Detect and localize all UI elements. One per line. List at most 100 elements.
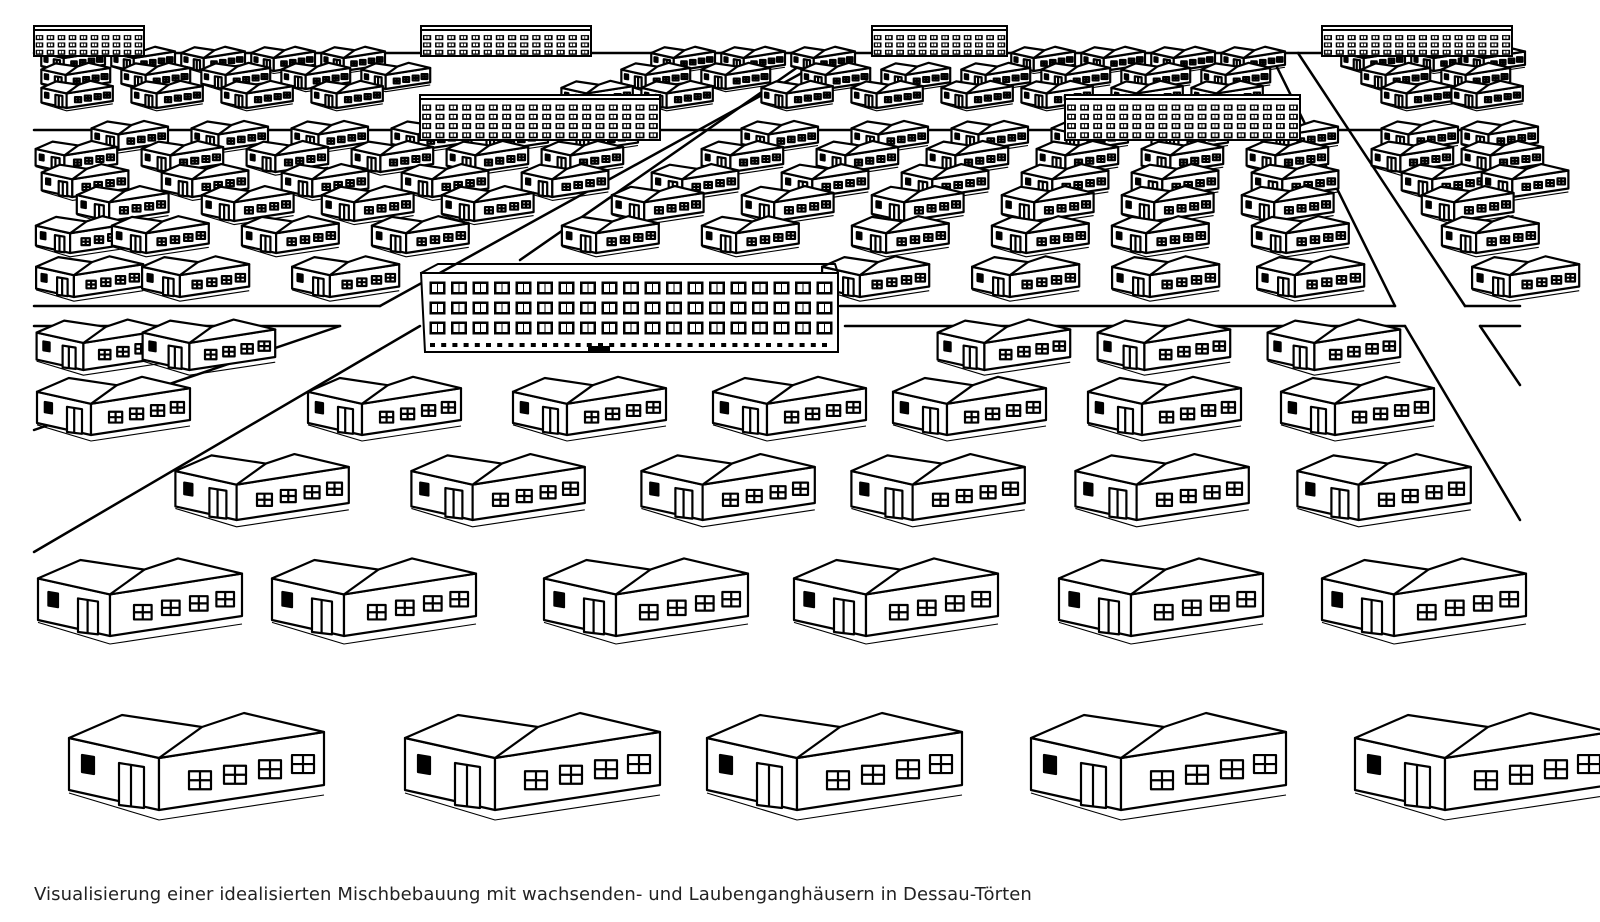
drawing-stroke — [1276, 132, 1285, 139]
drawing-stroke — [1189, 124, 1192, 128]
drawing-stroke — [747, 238, 756, 246]
drawing-stroke — [506, 115, 510, 119]
drawing-stroke — [205, 200, 212, 210]
drawing-stroke — [471, 462, 503, 486]
drawing-stroke — [105, 36, 108, 39]
drawing-stroke — [604, 284, 609, 292]
drawing-stroke — [405, 177, 412, 186]
drawing-stroke — [1500, 236, 1510, 244]
drawing-stroke — [776, 304, 781, 312]
drawing-stroke — [1225, 133, 1228, 137]
drawing-stroke — [1080, 104, 1089, 111]
drawing-stroke — [920, 43, 923, 47]
drawing-stroke — [371, 276, 382, 284]
drawing-stroke — [625, 284, 631, 292]
drawing-stroke — [1249, 104, 1259, 111]
drawing-stroke — [623, 73, 630, 81]
drawing-stroke — [568, 123, 578, 130]
drawing-stroke — [114, 50, 117, 54]
drawing-stroke — [1264, 133, 1267, 137]
drawing-stroke — [665, 343, 671, 347]
drawing-stroke — [283, 73, 290, 81]
drawing-stroke — [760, 284, 766, 292]
house — [1029, 711, 1288, 821]
drawing-stroke — [606, 408, 620, 420]
drawing-stroke — [653, 124, 656, 128]
drawing-stroke — [838, 58, 845, 64]
house — [1240, 184, 1335, 226]
drawing-stroke — [1375, 50, 1378, 54]
drawing-stroke — [57, 49, 66, 55]
drawing-stroke — [1254, 124, 1257, 128]
drawing-stroke — [1545, 760, 1567, 779]
drawing-stroke — [438, 324, 443, 332]
drawing-stroke — [911, 43, 914, 47]
drawing-stroke — [782, 304, 787, 312]
house — [1096, 318, 1232, 376]
house — [1255, 255, 1366, 302]
drawing-stroke — [235, 273, 246, 282]
house — [306, 375, 463, 442]
drawing-stroke — [517, 124, 520, 128]
drawing-stroke — [475, 50, 479, 54]
drawing-stroke — [39, 231, 47, 241]
house — [130, 79, 204, 112]
drawing-stroke — [270, 557, 478, 596]
drawing-stroke — [1030, 792, 1287, 821]
drawing-stroke — [488, 123, 498, 130]
drawing-stroke — [228, 58, 235, 64]
drawing-stroke — [763, 91, 770, 100]
drawing-stroke — [245, 139, 330, 157]
drawing-stroke — [610, 304, 615, 312]
drawing-stroke — [1037, 238, 1046, 246]
drawing-stroke — [1384, 132, 1391, 141]
drawing-stroke — [877, 50, 880, 54]
drawing-stroke — [116, 50, 119, 54]
drawing-stroke — [424, 43, 427, 47]
drawing-stroke — [712, 424, 867, 442]
drawing-stroke — [1067, 123, 1076, 130]
drawing-stroke — [776, 284, 781, 292]
drawing-stroke — [1171, 113, 1181, 120]
drawing-stroke — [158, 133, 166, 139]
drawing-stroke — [1289, 104, 1298, 111]
drawing-stroke — [435, 42, 444, 48]
drawing-stroke — [647, 304, 652, 312]
drawing-stroke — [223, 91, 230, 100]
drawing-stroke — [351, 61, 357, 66]
drawing-stroke — [1080, 132, 1089, 139]
drawing-stroke — [430, 236, 440, 244]
drawing-stroke — [1251, 246, 1349, 258]
drawing-stroke — [1223, 113, 1233, 120]
drawing-stroke — [520, 42, 529, 48]
house — [220, 79, 294, 112]
drawing-stroke — [723, 56, 729, 64]
drawing-stroke — [620, 343, 626, 347]
drawing-stroke — [61, 43, 64, 47]
drawing-stroke — [637, 124, 640, 128]
drawing-stroke — [257, 493, 272, 506]
drawing-stroke — [729, 144, 745, 157]
drawing-stroke — [1363, 36, 1366, 39]
drawing-stroke — [1042, 753, 1058, 776]
drawing-stroke — [1111, 246, 1209, 258]
drawing-stroke — [357, 278, 367, 286]
drawing-stroke — [777, 138, 785, 144]
house — [640, 452, 816, 528]
drawing-stroke — [1097, 360, 1231, 376]
drawing-stroke — [918, 35, 927, 41]
drawing-stroke — [1170, 236, 1180, 244]
drawing-stroke — [1228, 133, 1231, 137]
drawing-stroke — [1321, 621, 1527, 645]
drawing-stroke — [480, 105, 483, 110]
drawing-stroke — [393, 78, 400, 84]
drawing-stroke — [110, 215, 210, 235]
drawing-stroke — [1407, 124, 1423, 136]
drawing-stroke — [475, 123, 485, 130]
drawing-stroke — [145, 203, 154, 210]
drawing-stroke — [622, 123, 632, 130]
drawing-stroke — [545, 324, 551, 332]
drawing-stroke — [475, 304, 480, 312]
drawing-stroke — [47, 590, 60, 609]
drawing-stroke — [774, 234, 783, 241]
